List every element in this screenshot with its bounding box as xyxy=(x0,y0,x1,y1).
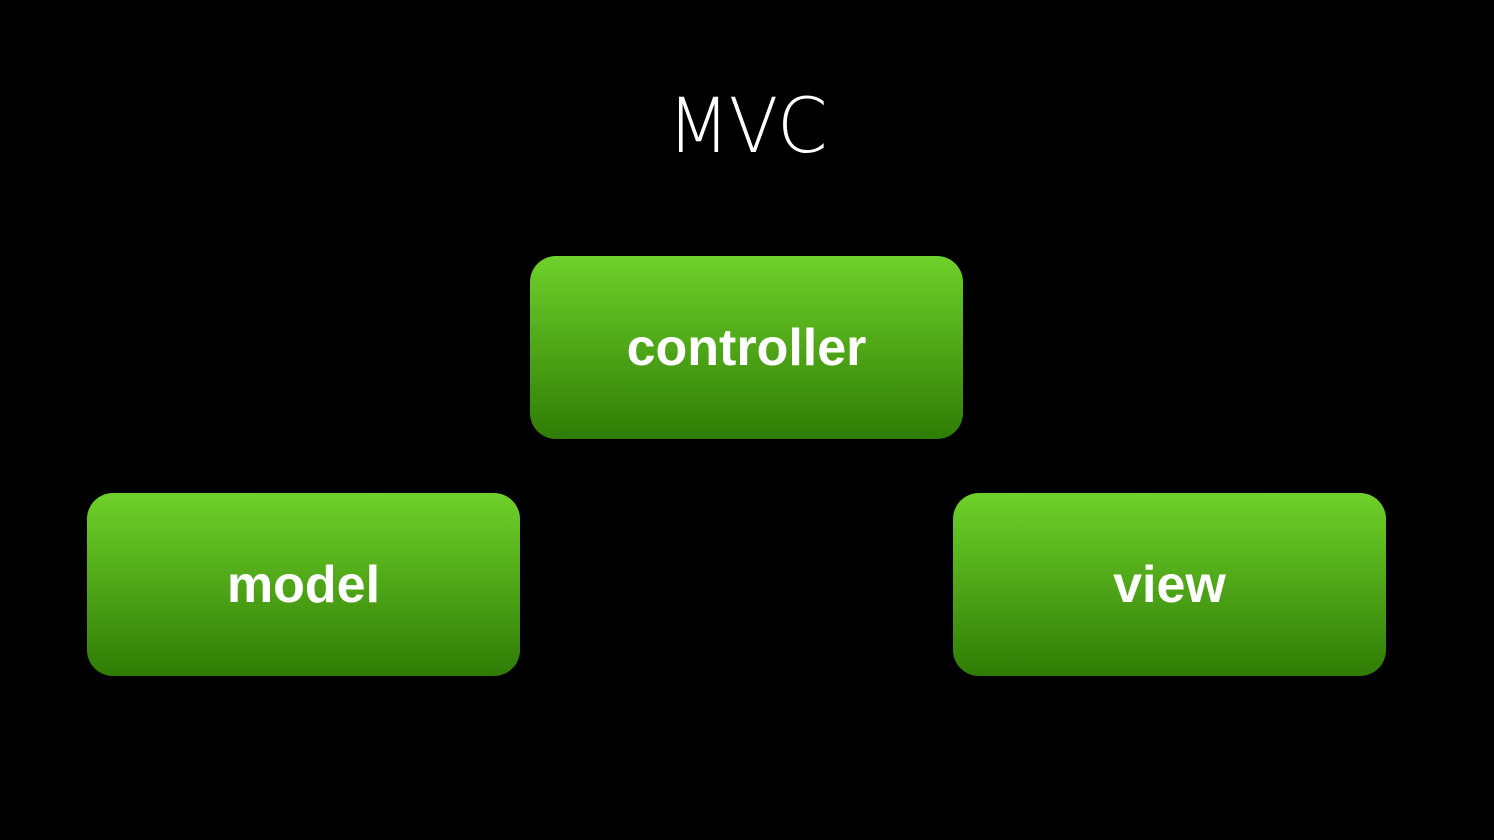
model-label: model xyxy=(226,555,381,614)
model-box: model xyxy=(87,493,520,676)
slide-title: MVC xyxy=(667,81,827,170)
controller-label: controller xyxy=(626,318,867,377)
view-box: view xyxy=(953,493,1386,676)
view-label: view xyxy=(1113,555,1226,614)
controller-box: controller xyxy=(530,256,963,439)
